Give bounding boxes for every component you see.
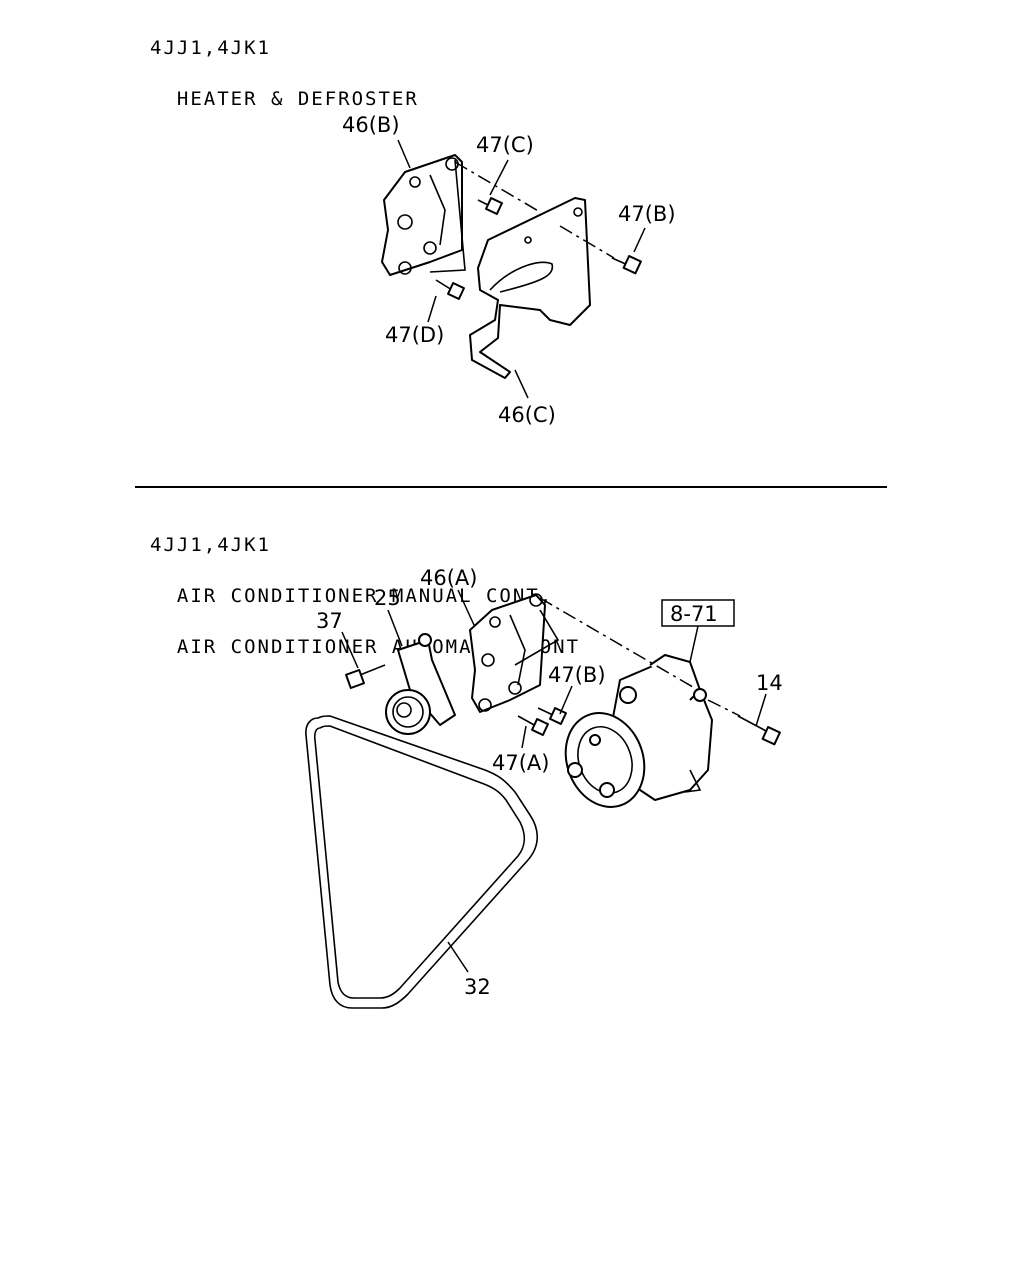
callout-32: 32 [464, 975, 491, 999]
callout-46c: 46(C) [498, 403, 556, 427]
bracket-46c [469, 197, 591, 379]
callout-47b-bottom: 47(B) [548, 663, 606, 687]
bolt-47a [517, 715, 549, 736]
bolt-47b-top [611, 255, 642, 275]
callout-25: 25 [374, 586, 401, 610]
callout-46a: 46(A) [420, 566, 477, 590]
callout-47c: 47(C) [476, 133, 534, 157]
section-divider [135, 486, 887, 488]
callout-47a: 47(A) [492, 751, 549, 775]
callout-14: 14 [756, 671, 783, 695]
bracket-46a [469, 593, 560, 713]
callout-8-71: 8-71 [670, 602, 718, 626]
bolt-37 [345, 664, 386, 689]
bolt-47c [477, 197, 503, 215]
model-code: 4JJ1,4JK1 [150, 534, 271, 556]
bolt-14 [737, 715, 781, 746]
model-code: 4JJ1,4JK1 [150, 37, 271, 59]
section-title: HEATER & DEFROSTER [176, 88, 419, 110]
callout-46b: 46(B) [342, 113, 400, 137]
bracket-46b [381, 154, 466, 276]
reference-box-8-71 [661, 599, 735, 627]
idler-pulley-25 [385, 633, 456, 735]
callout-37: 37 [316, 609, 343, 633]
callout-47b-top: 47(B) [618, 202, 676, 226]
ac-compressor [564, 654, 713, 808]
callout-47d: 47(D) [385, 323, 444, 347]
drive-belt-32 [305, 715, 539, 1009]
bolt-47d [435, 279, 465, 300]
bolt-47b-bottom [537, 707, 567, 725]
section-header-heater: 4JJ1,4JK1 HEATER & DEFROSTER [150, 6, 419, 125]
